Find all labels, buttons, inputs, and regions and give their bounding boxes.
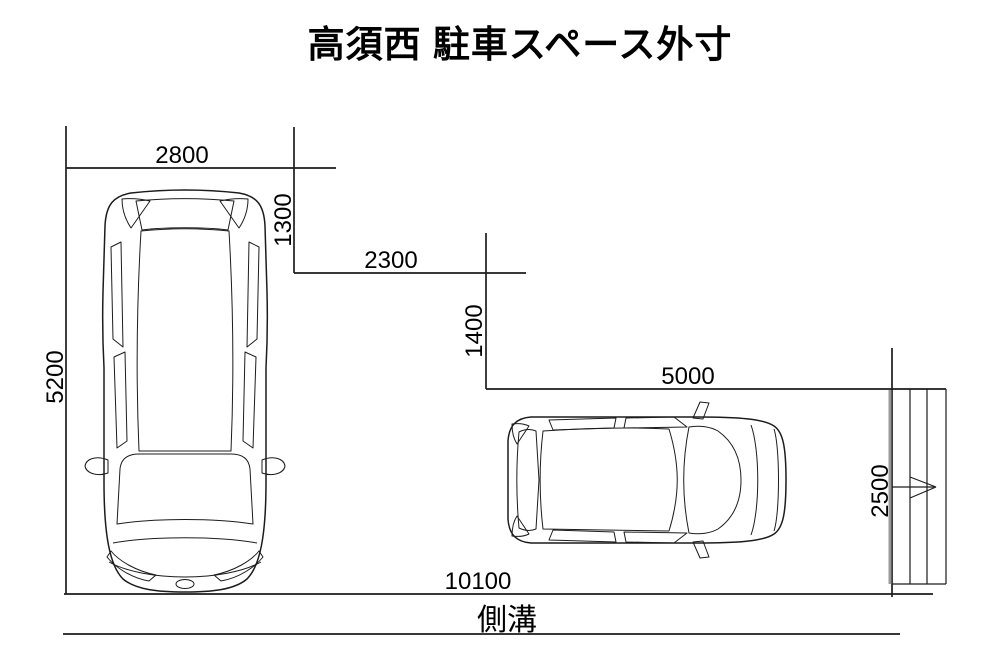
dimension-1400: 1400 xyxy=(461,233,488,389)
dim-label-1400: 1400 xyxy=(461,304,488,357)
car2-tail-light-bottom xyxy=(511,515,530,537)
right-arrow-icon xyxy=(892,476,937,499)
dim-label-5000: 5000 xyxy=(661,363,714,390)
car2-rear-window xyxy=(516,429,540,531)
car1-headlight-right xyxy=(213,550,264,582)
car1-emblem xyxy=(175,579,195,589)
dimension-5200: 5200 xyxy=(42,126,69,594)
car2-mirror-top xyxy=(692,401,710,420)
gutter-annotation: 側溝 xyxy=(63,604,900,637)
car2-roof-outline xyxy=(539,427,678,532)
dim-label-2800: 2800 xyxy=(155,142,208,169)
dimension-2500: 2500 xyxy=(867,348,937,597)
car1-side-window xyxy=(242,351,257,449)
dimension-2800: 2800 xyxy=(66,142,336,169)
car2-side-window xyxy=(548,417,617,431)
car1-rear-window xyxy=(135,198,235,231)
car2-tail-light-top xyxy=(511,423,530,445)
car1-body xyxy=(101,189,269,593)
car2-side-window xyxy=(623,416,688,429)
car2-mirror-bottom xyxy=(692,540,710,559)
car1-windshield xyxy=(116,453,254,525)
dimension-5000: 5000 xyxy=(486,363,946,390)
dim-label-10100: 10100 xyxy=(445,568,512,595)
car1-headlight-left xyxy=(106,550,157,582)
dim-label-2300: 2300 xyxy=(364,247,417,274)
diagram-title: 高須西 駐車スペース外寸 xyxy=(308,24,733,65)
dimension-1300: 1300 xyxy=(270,127,297,273)
car1-roof-outline xyxy=(136,228,234,452)
car2-hood-line xyxy=(750,424,759,536)
dimension-2300: 2300 xyxy=(294,247,526,274)
car2-bumper-line xyxy=(773,428,779,532)
car1-side-window xyxy=(246,241,260,348)
dimension-lines: 5200 2800 1300 2300 1400 5000 xyxy=(42,126,946,637)
car1-hood-line xyxy=(112,537,258,544)
car2-body xyxy=(507,416,787,544)
dim-label-1300: 1300 xyxy=(270,193,297,246)
dim-label-5200: 5200 xyxy=(42,350,69,403)
car2-windshield xyxy=(683,425,742,535)
car1-side-window xyxy=(110,241,124,348)
car-top-view-vertical xyxy=(84,189,286,593)
car1-mirror-right xyxy=(261,457,286,476)
car2-side-window xyxy=(623,531,688,544)
car1-bumper-line xyxy=(108,561,262,578)
car1-side-window xyxy=(113,351,128,449)
car2-side-window xyxy=(548,529,617,543)
dimension-10100: 10100 xyxy=(64,568,933,595)
gutter-wall-band xyxy=(888,389,947,585)
gutter-label: 側溝 xyxy=(477,604,537,637)
car1-tail-light-left xyxy=(121,198,151,229)
car1-mirror-left xyxy=(84,457,109,476)
car-top-view-horizontal xyxy=(507,401,787,559)
car1-tail-light-right xyxy=(219,198,249,229)
